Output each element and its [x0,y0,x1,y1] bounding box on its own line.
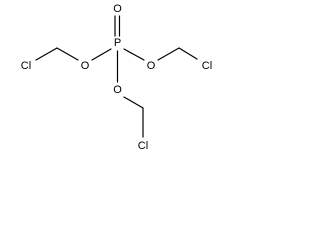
molecule-structure: O P O O O Cl Cl Cl [21,3,212,152]
atom-chlorine-left: Cl [21,60,31,72]
bond-ch2-cl-left [35,47,58,61]
bond-o-ch2-left [56,47,79,61]
atom-oxygen-left: O [81,60,90,72]
atom-phosphorus: P [114,37,121,49]
atom-oxygen-bottom: O [113,84,122,96]
atom-oxygen-right: O [147,60,156,72]
atom-chlorine-bottom: Cl [138,140,148,152]
bond-p-o-right [123,48,145,61]
bond-p-o-left [91,48,112,61]
bond-o-ch2-right [157,47,180,61]
atom-oxygen-double: O [113,3,122,15]
bond-o-ch2-bottom [123,96,144,109]
atom-chlorine-right: Cl [202,60,212,72]
bond-ch2-cl-right [178,47,198,60]
